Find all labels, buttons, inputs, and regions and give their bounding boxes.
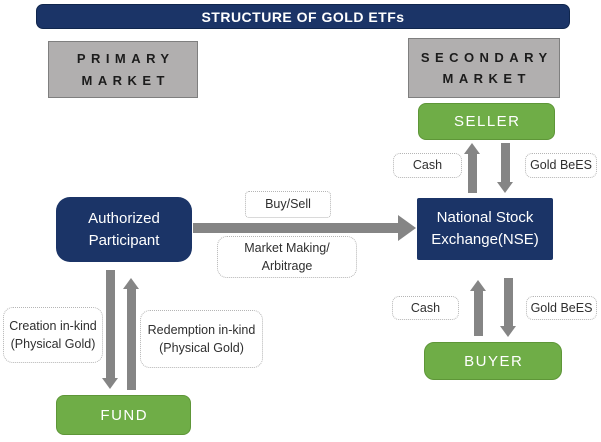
primary-market-line1: PRIMARY: [76, 51, 175, 67]
arrow-shaft: [127, 288, 136, 390]
authorized-participant-node: Authorized Participant: [56, 197, 192, 262]
redemption-line2: (Physical Gold): [159, 341, 244, 355]
secondary-market-line2: MARKET: [442, 71, 531, 86]
buyer-node: BUYER: [424, 342, 562, 380]
arrow-shaft: [106, 270, 115, 378]
nse-node: National Stock Exchange(NSE): [417, 198, 553, 260]
arrow-shaft: [193, 223, 399, 233]
redemption-in-kind-label: Redemption in-kind (Physical Gold): [140, 310, 263, 368]
arrow-head-up-icon: [470, 280, 486, 291]
seller-gold-bees-label: Gold BeES: [525, 153, 597, 178]
arrow-shaft: [468, 153, 477, 193]
ap-line1: Authorized: [88, 209, 160, 227]
buyer-cash-label: Cash: [392, 296, 459, 320]
arrow-head-down-icon: [102, 378, 118, 389]
redemption-line1: Redemption in-kind: [147, 322, 256, 337]
buy-sell-label: Buy/Sell: [245, 191, 331, 218]
market-making-line1: Market Making/: [244, 240, 330, 255]
secondary-market-header: SECONDARY MARKET: [408, 38, 560, 98]
arrow-shaft: [474, 290, 483, 336]
primary-market-line2: MARKET: [81, 72, 170, 88]
creation-line2: (Physical Gold): [10, 337, 96, 351]
arrow-head-up-icon: [123, 278, 139, 289]
fund-node: FUND: [56, 395, 191, 435]
creation-line1: Creation in-kind: [9, 318, 97, 333]
arrow-shaft: [504, 278, 513, 326]
creation-in-kind-label: Creation in-kind (Physical Gold): [3, 307, 103, 363]
arrow-shaft: [501, 143, 510, 182]
secondary-market-line1: SECONDARY: [420, 49, 553, 65]
arrow-head-up-icon: [464, 143, 480, 154]
primary-market-header: PRIMARY MARKET: [48, 41, 198, 98]
seller-cash-label: Cash: [393, 153, 462, 178]
seller-node: SELLER: [418, 103, 555, 140]
nse-line1: National Stock: [436, 209, 534, 227]
nse-line2: Exchange(NSE): [431, 231, 539, 248]
diagram-title: STRUCTURE OF GOLD ETFs: [36, 4, 570, 29]
market-making-line2: Arbitrage: [261, 259, 313, 273]
arrow-head-right-icon: [398, 215, 416, 241]
ap-line2: Participant: [88, 231, 160, 249]
arrow-head-down-icon: [500, 326, 516, 337]
market-making-label: Market Making/ Arbitrage: [217, 236, 357, 278]
arrow-head-down-icon: [497, 182, 513, 193]
buyer-gold-bees-label: Gold BeES: [526, 296, 597, 320]
